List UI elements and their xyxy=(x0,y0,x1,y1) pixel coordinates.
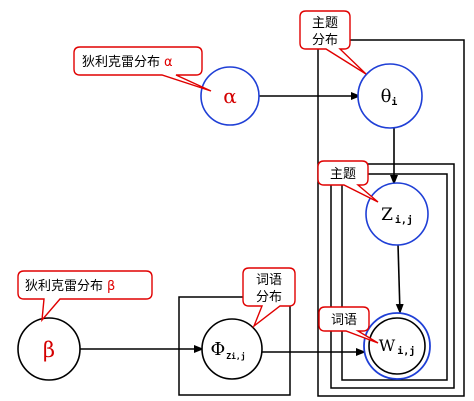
node-phi: ΦZi,j xyxy=(201,318,263,380)
callout-topic-distribution-line1: 主题 xyxy=(312,16,338,31)
callout-word-distribution: 词语 分布 xyxy=(242,267,296,329)
callout-beta-prior: 狄利克雷分布 β xyxy=(17,270,153,323)
callout-word-distribution-line2: 分布 xyxy=(256,290,282,305)
callout-alpha-prior: 狄利克雷分布 α xyxy=(73,46,212,92)
callout-beta-prior-accent: β xyxy=(107,279,115,294)
node-theta-symbol: θ xyxy=(381,86,392,107)
node-beta-symbol: β xyxy=(43,338,55,362)
node-z-sub: i,j xyxy=(395,214,413,226)
node-z-symbol: Z xyxy=(381,205,393,225)
node-phi-label: ΦZi,j xyxy=(210,339,245,361)
callout-topic: 主题 xyxy=(317,160,379,203)
callout-alpha-prior-text: 狄利克雷分布 α xyxy=(82,55,173,70)
node-alpha: α xyxy=(200,66,260,126)
callout-topic-distribution: 主题 分布 xyxy=(299,10,367,75)
callout-word-label: 词语 xyxy=(331,313,357,328)
node-theta-label: θi xyxy=(381,86,398,108)
word-plate-outer xyxy=(330,163,455,389)
callout-alpha-prior-label: 狄利克雷分布 xyxy=(82,55,160,70)
document-plate xyxy=(317,39,465,397)
callout-beta-prior-text: 狄利克雷分布 β xyxy=(25,279,115,294)
callout-word-distribution-line1: 词语 xyxy=(256,273,282,288)
node-theta: θi xyxy=(357,63,423,129)
callout-topic-distribution-line2: 分布 xyxy=(312,33,338,48)
callout-beta-prior-label: 狄利克雷分布 xyxy=(25,279,103,294)
callout-alpha-prior-accent: α xyxy=(164,55,173,70)
edge-z-w xyxy=(395,243,404,314)
callout-word: 词语 xyxy=(318,306,379,344)
topic-plate xyxy=(178,296,291,396)
node-w-symbol: W xyxy=(379,336,396,355)
node-w-sub: i,j xyxy=(397,345,415,357)
callout-topic-label: 主题 xyxy=(330,167,356,182)
node-beta: β xyxy=(17,317,81,381)
node-theta-sub: i xyxy=(391,96,397,108)
node-phi-sub: Zi,j xyxy=(226,351,245,361)
node-alpha-symbol: α xyxy=(223,84,237,108)
node-phi-symbol: Φ xyxy=(210,339,225,360)
